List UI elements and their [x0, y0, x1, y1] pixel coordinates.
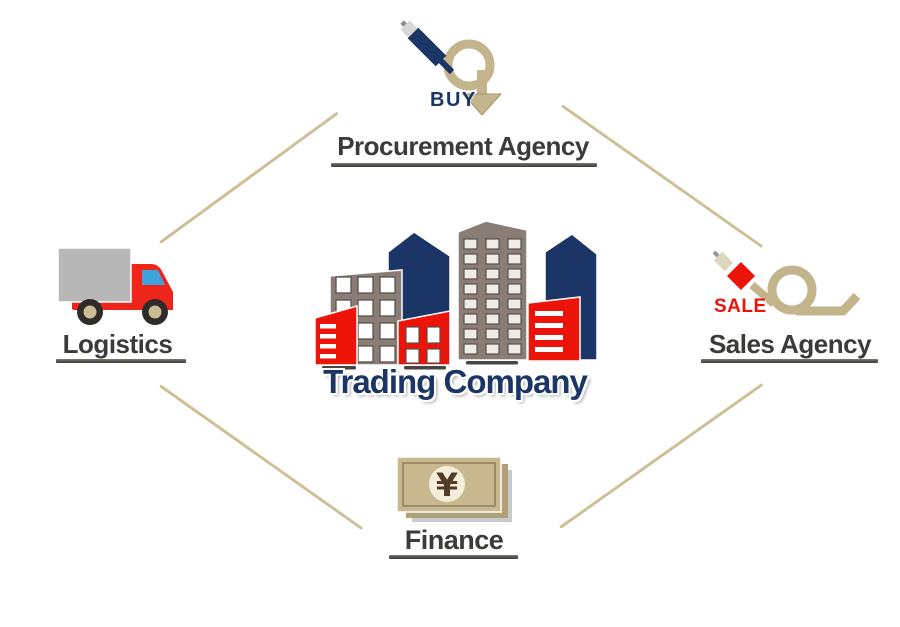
buy-pen-swirl-arrow-icon [400, 20, 503, 116]
logistics-label: Logistics [62, 329, 173, 359]
finance-label: Finance [404, 525, 504, 555]
sale-pen-swirl-arrow-icon [712, 250, 861, 316]
procurement-underline [331, 163, 597, 167]
buy-tag: BUY [430, 89, 477, 111]
connector-line-bottom-left [159, 384, 364, 531]
sale-tag: SALE [714, 296, 767, 317]
yen-symbol: ¥ [436, 466, 458, 504]
banknote-icon: ¥ [396, 456, 512, 522]
finance-underline [389, 555, 518, 559]
procurement-agency-label: Procurement Agency [337, 131, 589, 161]
city-buildings-icon [314, 220, 598, 370]
logistics-underline [56, 359, 186, 363]
sales-agency-label: Sales Agency [708, 329, 872, 359]
trading-company-title: Trading Company [323, 363, 588, 400]
connector-line-bottom-right [559, 382, 764, 529]
truck-icon [57, 247, 173, 325]
sales-underline [701, 359, 878, 363]
